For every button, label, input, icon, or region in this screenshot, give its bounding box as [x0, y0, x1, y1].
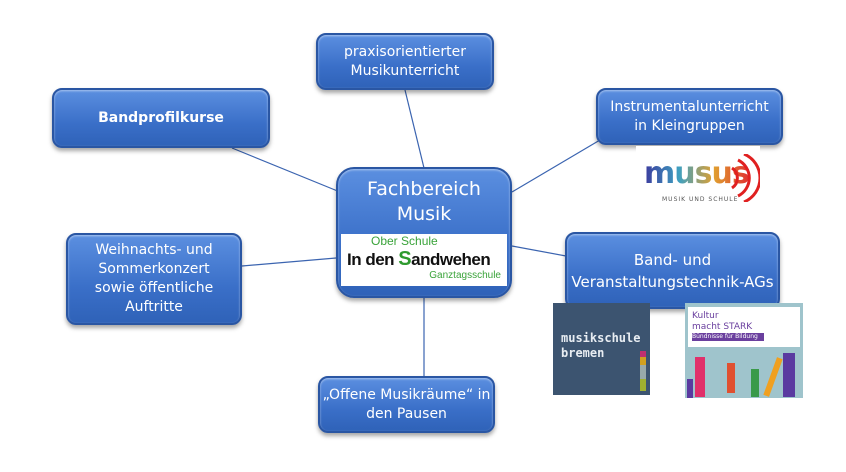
logo-text: Ober Schule [371, 234, 438, 248]
node-concerts: Weihnachts- und Sommerkonzert sowie öffe… [66, 233, 242, 325]
line-top [404, 89, 425, 169]
sound-waves-icon [731, 154, 760, 202]
logo-subtitle: MUSIK UND SCHULE [662, 196, 739, 203]
kultur-macht-stark-logo: Kultur macht STARK Bündnisse für Bildung [685, 303, 803, 398]
logo-text: Bündnisse für Bildung [692, 333, 764, 341]
logo-text: macht STARK [692, 322, 753, 332]
node-text: Bandprofilkurse [98, 109, 224, 126]
musus-logo: musus MUSIK UND SCHULE [636, 146, 760, 210]
node-text: Sommerkonzert [98, 261, 210, 277]
logo-header: Kultur macht STARK Bündnisse für Bildung [688, 307, 800, 347]
node-band-profile: Bandprofilkurse [52, 88, 270, 148]
node-band-tech: Band- und Veranstaltungstechnik-AGs [565, 232, 780, 309]
center-title: Fachbereich [367, 178, 481, 200]
logo-text: Ganztagsschule [429, 270, 501, 281]
logo-text: musikschule [561, 331, 641, 345]
line-band-profile [231, 147, 341, 193]
line-band-tech [511, 245, 567, 257]
node-practical-music: praxisorientierter Musikunterricht [316, 33, 494, 90]
logo-text-a: In den [347, 250, 399, 269]
node-text: praxisorientierter [344, 43, 466, 60]
node-text: Weihnachts- und [95, 242, 213, 258]
node-text: den Pausen [366, 405, 447, 422]
node-instrumental: Instrumentalunterricht in Kleingruppen [596, 88, 783, 145]
node-text: Band- und [633, 250, 712, 269]
node-text: sowie öffentliche [94, 280, 214, 296]
logo-text: musus [644, 156, 750, 191]
node-open-rooms: „Offene Musikräume“ in den Pausen [318, 376, 495, 433]
musikschule-bremen-logo: musikschule bremen [553, 303, 650, 395]
school-logo: Ober Schule In den Sandwehen Ganztagssch… [341, 234, 507, 286]
node-text: Instrumentalunterricht [610, 98, 769, 115]
node-text: Veranstaltungstechnik-AGs [571, 272, 774, 291]
logo-text: bremen [561, 346, 605, 360]
line-instrumental [511, 139, 601, 193]
line-concerts [241, 257, 337, 267]
logo-text-s: S [398, 248, 412, 270]
center-title: Musik [396, 203, 452, 225]
logo-text: In den Sandwehen [347, 248, 501, 270]
logo-text-b: andwehen [411, 250, 491, 269]
performers-illustration [687, 353, 795, 398]
node-text: Auftritte [125, 299, 183, 315]
color-stripes [640, 351, 646, 391]
node-text: in Kleingruppen [634, 117, 745, 134]
logo-text: Kultur [692, 311, 719, 321]
node-text: Musikunterricht [350, 62, 460, 79]
node-text: „Offene Musikräume“ in [322, 386, 491, 403]
